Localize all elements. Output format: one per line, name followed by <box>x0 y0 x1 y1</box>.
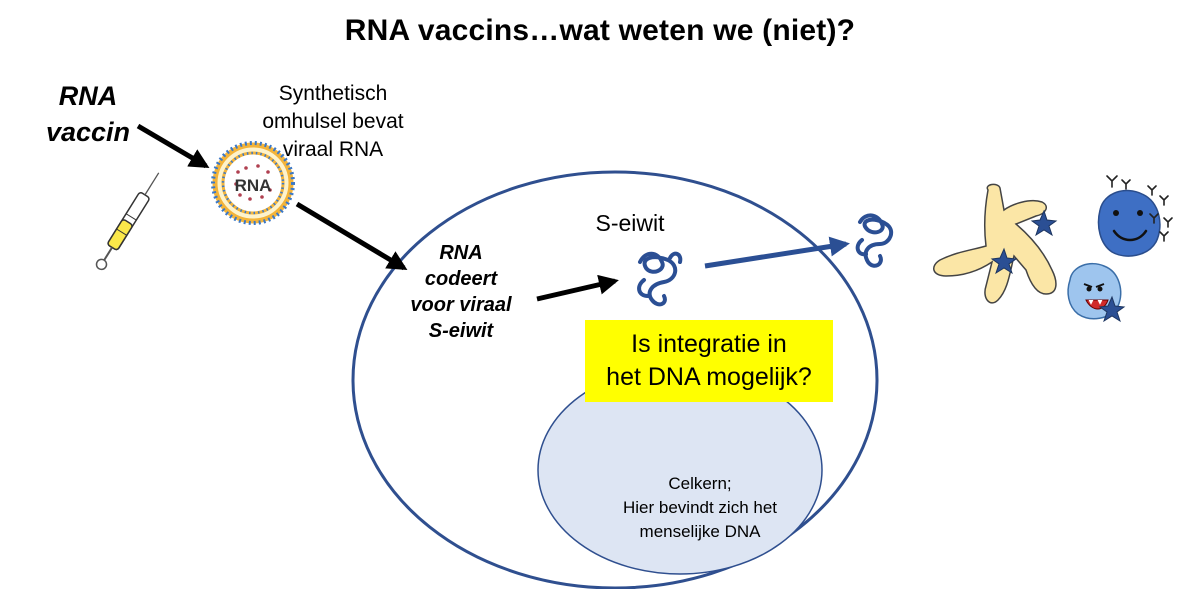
vaccine-label-line1: RNA <box>58 81 118 111</box>
t-cell-icon <box>1067 262 1126 323</box>
rna-codes-line1: RNA <box>439 242 483 264</box>
rna-codes-line3: voor viraal <box>410 294 512 316</box>
spike-protein-icon <box>637 251 683 307</box>
particle-rna-label: RNA <box>235 176 272 195</box>
syringe-icon <box>95 172 160 271</box>
shell-label-line2: omhulsel bevat <box>262 110 404 133</box>
shell-label-line1: Synthetisch <box>278 82 388 105</box>
nucleus-label-line2: Hier bevindt zich het <box>622 498 778 517</box>
arrow-vaccine-to-particle <box>136 123 210 169</box>
nucleus-label-line1: Celkern; <box>668 474 732 493</box>
nucleus-label-line3: menselijke DNA <box>639 522 761 541</box>
vaccine-label-line2: vaccin <box>45 117 131 147</box>
spike-protein-exported-icon <box>855 213 894 268</box>
arrow-rna-to-protein <box>536 274 619 302</box>
rna-codes-line4: S-eiwit <box>428 320 494 342</box>
s-protein-label: S-eiwit <box>595 210 665 236</box>
dendritic-cell-icon <box>933 183 1058 304</box>
antibodies-icon <box>1106 175 1173 242</box>
question-box: Is integratie in het DNA mogelijk? <box>585 320 833 402</box>
question-line2: het DNA mogelijk? <box>606 363 812 391</box>
nucleus-label: Celkern; Hier bevindt zich het menselijk… <box>580 472 820 544</box>
rna-codes-line2: codeert <box>424 268 498 290</box>
arrow-protein-export <box>704 236 850 269</box>
question-line1: Is integratie in <box>631 330 787 358</box>
shell-label-line3: viraal RNA <box>282 138 384 161</box>
lipid-nanoparticle-icon: RNA <box>211 141 295 225</box>
page-title: RNA vaccins…wat weten we (niet)? <box>344 14 856 47</box>
shell-label: Synthetisch omhulsel bevat viraal RNA <box>248 80 418 164</box>
b-cell-icon <box>1097 175 1173 257</box>
rna-codes-label: RNA codeert voor viraal S-eiwit <box>396 240 526 344</box>
arrow-particle-to-cell <box>295 201 408 271</box>
vaccine-label: RNA vaccin <box>28 78 148 150</box>
